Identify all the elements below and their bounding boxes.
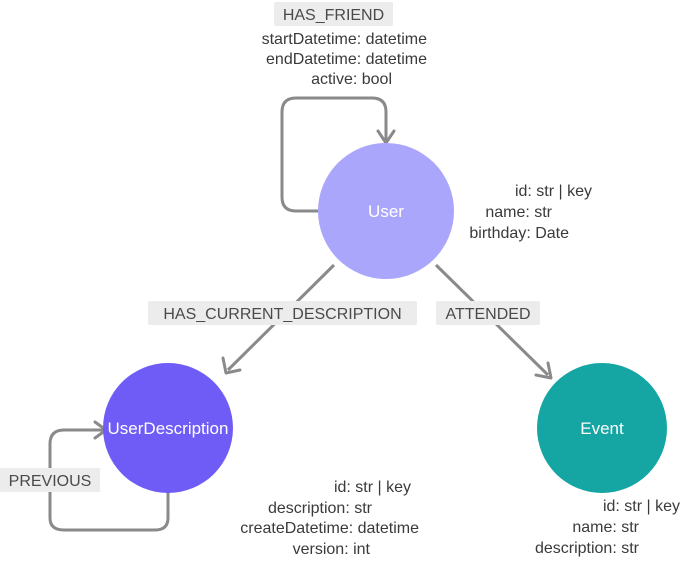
has-friend-properties: startDatetime: datetime endDatetime: dat… bbox=[262, 31, 428, 88]
event-property: name: str bbox=[572, 519, 639, 536]
userdescription-property: version: int bbox=[293, 541, 371, 558]
user-properties: id: str | key name: str birthday: Date bbox=[469, 183, 592, 242]
userdescription-property: description: str bbox=[268, 500, 373, 517]
user-property: name: str bbox=[485, 204, 552, 221]
attended-label-text: ATTENDED bbox=[445, 306, 530, 323]
user-property: id: str | key bbox=[515, 183, 592, 200]
has-current-description-label: HAS_CURRENT_DESCRIPTION bbox=[148, 301, 417, 325]
has-friend-property: active: bool bbox=[311, 71, 392, 88]
user-node[interactable]: User bbox=[318, 143, 454, 279]
has-friend-loop-edge bbox=[280, 96, 388, 213]
has-current-description-label-text: HAS_CURRENT_DESCRIPTION bbox=[163, 306, 401, 323]
userdescription-node-label: UserDescription bbox=[108, 419, 229, 438]
has-friend-label: HAS_FRIEND bbox=[274, 2, 393, 26]
event-property: description: str bbox=[535, 540, 640, 557]
has-friend-property: startDatetime: datetime bbox=[262, 31, 428, 48]
event-properties: id: str | key name: str description: str bbox=[535, 498, 680, 557]
event-node-label: Event bbox=[580, 419, 624, 438]
has-current-description-arrowhead bbox=[221, 356, 242, 375]
user-node-circle[interactable] bbox=[318, 143, 454, 279]
previous-label: PREVIOUS bbox=[0, 468, 100, 492]
userdescription-property: createDatetime: datetime bbox=[240, 520, 419, 537]
previous-label-text: PREVIOUS bbox=[9, 473, 92, 490]
userdescription-properties: id: str | key description: str createDat… bbox=[240, 479, 419, 558]
previous-loop-edge bbox=[48, 428, 170, 532]
event-property: id: str | key bbox=[603, 498, 680, 515]
user-node-label: User bbox=[368, 202, 404, 221]
userdescription-node-circle[interactable] bbox=[103, 363, 233, 493]
userdescription-property: id: str | key bbox=[334, 479, 411, 496]
has-friend-label-box bbox=[274, 2, 393, 26]
user-property: birthday: Date bbox=[469, 225, 569, 242]
attended-arrowhead bbox=[534, 361, 553, 380]
attended-label-box bbox=[436, 301, 540, 325]
has-friend-label-text: HAS_FRIEND bbox=[283, 7, 384, 24]
userdescription-node[interactable]: UserDescription bbox=[103, 363, 233, 493]
has-friend-property: endDatetime: datetime bbox=[266, 51, 427, 68]
attended-label: ATTENDED bbox=[436, 301, 540, 325]
has-current-description-label-box bbox=[148, 301, 417, 325]
event-node[interactable]: Event bbox=[537, 363, 667, 493]
previous-label-box bbox=[0, 468, 100, 492]
event-node-circle[interactable] bbox=[537, 363, 667, 493]
